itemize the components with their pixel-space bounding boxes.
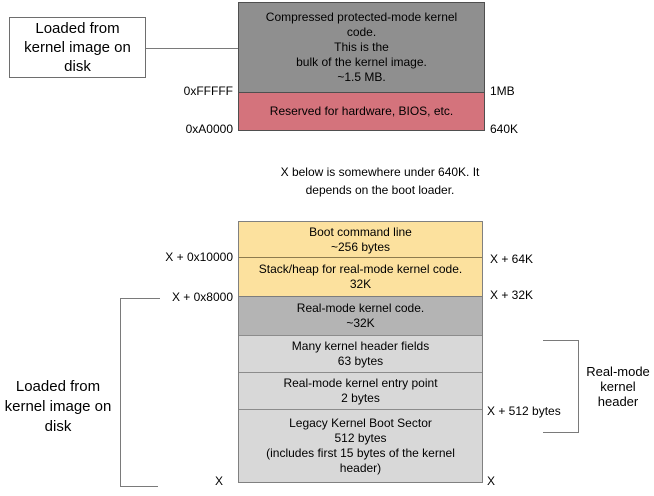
right-bracket-top-tick — [543, 340, 578, 341]
addr-label-x-0x10000: X + 0x10000 — [165, 250, 233, 264]
segment-real-mode-code: Real-mode kernel code. ~32K — [239, 296, 482, 335]
addr-label-x-512bytes: X + 512 bytes — [487, 404, 561, 418]
addr-label-0xa0000: 0xA0000 — [185, 122, 233, 136]
segment-stack-heap: Stack/heap for real-mode kernel code. 32… — [239, 257, 482, 296]
low-memory-stack: Boot command line ~256 bytes Stack/heap … — [238, 221, 483, 483]
real-mode-header-label: Real-mode kernel header — [586, 364, 650, 409]
top-source-box: Loaded from kernel image on disk — [9, 17, 146, 78]
right-bracket-vertical — [578, 340, 579, 433]
source-connector-line — [146, 48, 238, 49]
right-bracket-bottom-tick — [543, 432, 578, 433]
top-source-label: Loaded from kernel image on disk — [24, 20, 131, 75]
addr-label-x-0x8000: X + 0x8000 — [171, 290, 233, 304]
segment-boot-command-line: Boot command line ~256 bytes — [239, 222, 482, 257]
reserved-bios-segment: Reserved for hardware, BIOS, etc. — [239, 92, 484, 130]
high-memory-box: Compressed protected-mode kernel code. T… — [238, 2, 485, 131]
note-x-under-640k: X below is somewhere under 640K. It depe… — [280, 165, 480, 197]
addr-label-640k: 640K — [490, 122, 519, 136]
segment-entry-point: Real-mode kernel entry point 2 bytes — [239, 372, 482, 409]
segment-legacy-boot-sector: Legacy Kernel Boot Sector 512 bytes (inc… — [239, 409, 482, 482]
addr-label-x-right: X — [487, 474, 496, 488]
left-bracket-top-tick — [120, 298, 160, 299]
addr-label-0xfffff: 0xFFFFF — [183, 84, 233, 98]
addr-label-x-32k: X + 32K — [490, 288, 534, 302]
bottom-source-label: Loaded from kernel image on disk — [4, 378, 112, 435]
left-bracket-vertical — [120, 298, 121, 487]
addr-label-x-left: X — [214, 474, 223, 488]
addr-label-1mb: 1MB — [490, 84, 515, 98]
segment-header-fields: Many kernel header fields 63 bytes — [239, 335, 482, 372]
addr-label-x-64k: X + 64K — [490, 252, 534, 266]
compressed-kernel-segment: Compressed protected-mode kernel code. T… — [239, 3, 484, 92]
left-bracket-bottom-tick — [120, 486, 158, 487]
